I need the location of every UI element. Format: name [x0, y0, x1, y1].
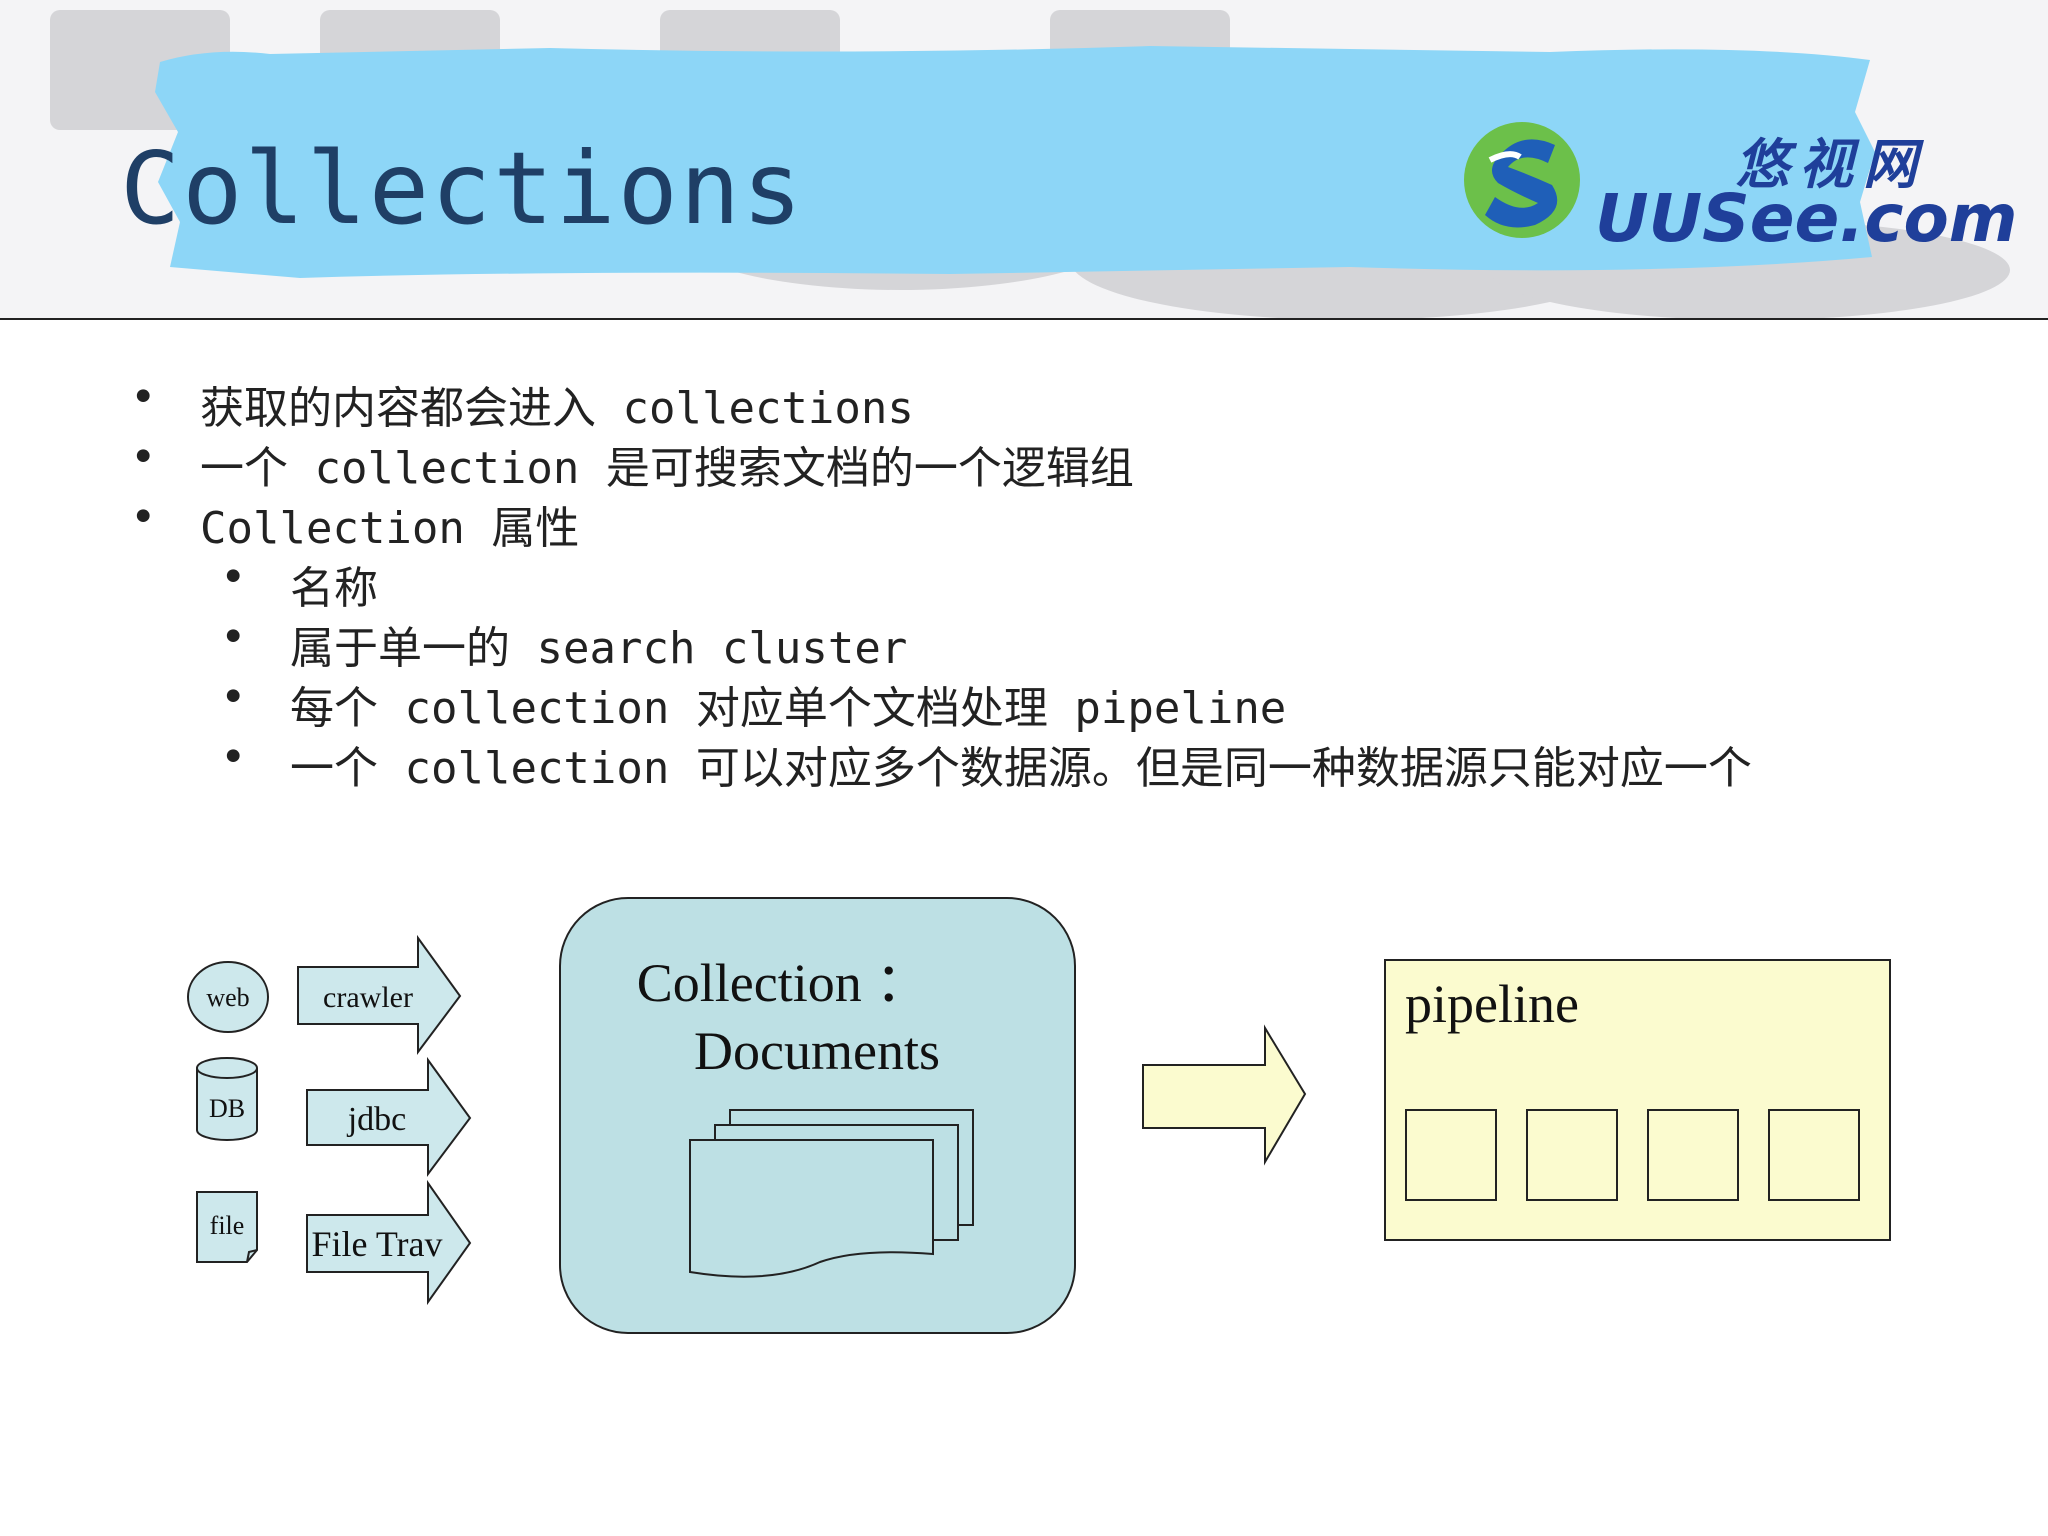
pipeline-stage	[1526, 1109, 1618, 1201]
connector-crawler: crawler	[297, 934, 462, 1055]
bullet-dot: •	[130, 492, 157, 543]
bullet-item: •一个 collection 是可搜索文档的一个逻辑组	[130, 432, 1134, 494]
flow-arrow	[1142, 1024, 1307, 1166]
bullet-item: •Collection 属性	[130, 492, 580, 554]
slide-header: Collections 悠视网 UUSee.com	[0, 0, 2048, 320]
sub-bullet-item: •名称	[220, 552, 378, 614]
pipeline-stage	[1647, 1109, 1739, 1201]
logo-s-icon	[1464, 122, 1580, 238]
sub-bullet-item: •每个 collection 对应单个文档处理 pipeline	[220, 672, 1287, 734]
connector-jdbc-label: jdbc	[347, 1101, 407, 1138]
bullet-dot: •	[130, 372, 157, 423]
slide-title: Collections	[120, 130, 805, 247]
bullet-dot: •	[130, 432, 157, 483]
bullet-dot: •	[220, 552, 247, 603]
pipeline-stage	[1768, 1109, 1860, 1201]
connector-file-trav: File Trav	[306, 1179, 472, 1306]
bullet-dot: •	[220, 612, 247, 663]
uusee-logo: 悠视网 UUSee.com	[1460, 110, 2018, 260]
source-web: web	[187, 961, 269, 1033]
source-web-label: web	[206, 983, 249, 1012]
connector-crawler-label: crawler	[323, 981, 413, 1014]
logo-chinese-text: 悠视网	[1735, 133, 1927, 196]
collection-box: Collection ： Documents	[559, 897, 1076, 1334]
pipeline-stage	[1405, 1109, 1497, 1201]
source-file: file	[196, 1191, 258, 1263]
bullet-dot: •	[220, 672, 247, 723]
collection-title: Collection ：	[637, 953, 929, 1013]
connector-file-trav-label: File Trav	[311, 1224, 442, 1264]
brush-stroke-banner	[155, 46, 1875, 278]
pipeline-box: pipeline	[1384, 959, 1891, 1241]
pipeline-title: pipeline	[1405, 974, 1579, 1034]
documents-stack-icon	[689, 1109, 974, 1278]
source-db: DB	[196, 1057, 258, 1141]
source-db-label: DB	[209, 1094, 245, 1123]
connector-jdbc: jdbc	[306, 1056, 472, 1177]
source-file-label: file	[210, 1211, 245, 1240]
collection-subtitle: Documents	[694, 1021, 940, 1081]
sub-bullet-item: •一个 collection 可以对应多个数据源。但是同一种数据源只能对应一个	[220, 732, 1752, 794]
bullet-item: •获取的内容都会进入 collections	[130, 372, 914, 434]
bullet-dot: •	[220, 732, 247, 783]
logo-english-text: UUSee.com	[1595, 180, 2018, 257]
sub-bullet-item: •属于单一的 search cluster	[220, 612, 908, 674]
